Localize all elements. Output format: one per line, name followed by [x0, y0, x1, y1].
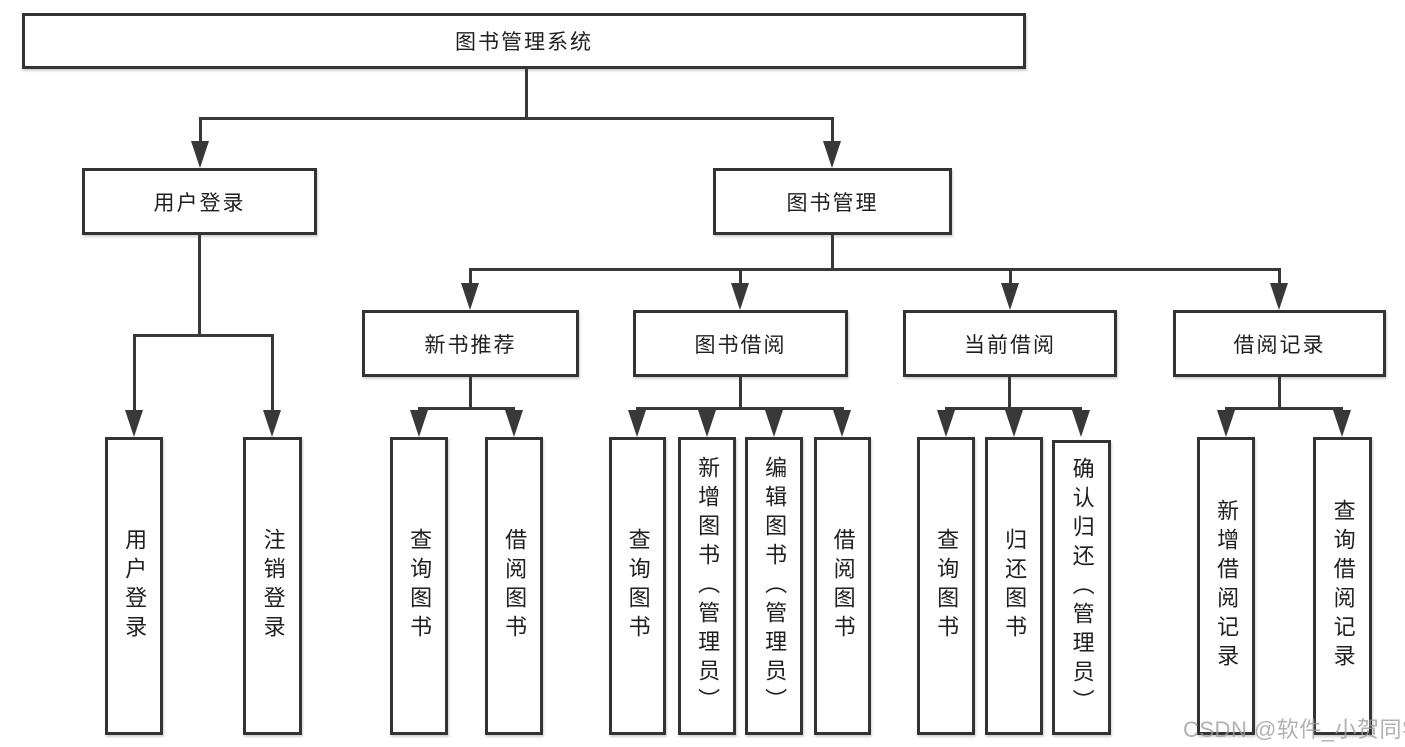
node-book-borrowing: 图书借阅	[633, 310, 848, 377]
node-user-login: 用户登录	[82, 168, 317, 235]
connector-vline	[1278, 377, 1281, 410]
connector-hline	[418, 407, 515, 410]
connector-hline	[469, 268, 1281, 271]
connector-arrow-down-icon	[698, 410, 716, 437]
connector-arrow-down-icon	[731, 270, 749, 310]
connector-arrow-down-icon	[765, 410, 783, 437]
leaf-user-login: 用户登录	[105, 437, 163, 735]
connector-vline	[1008, 377, 1011, 410]
connector-arrow-down-icon	[1005, 410, 1023, 437]
connector-hline	[636, 407, 844, 410]
connector-arrow-down-icon	[125, 336, 143, 437]
leaf-logout: 注销登录	[243, 437, 302, 735]
leaf-borrow-books-recommend: 借阅图书	[485, 437, 543, 735]
connector-arrow-down-icon	[1270, 270, 1288, 310]
watermark-csdn: CSDN @软件_小贺同学	[1183, 717, 1405, 742]
leaf-query-books-borrowing: 查询图书	[609, 437, 666, 735]
connector-hline	[945, 407, 1082, 410]
leaf-query-books-recommend: 查询图书	[390, 437, 448, 735]
connector-arrow-down-icon	[628, 410, 646, 437]
leaf-return-books: 归还图书	[985, 437, 1043, 735]
connector-arrow-down-icon	[1072, 410, 1090, 437]
connector-hline	[199, 117, 834, 120]
leaf-borrow-books-borrowing: 借阅图书	[814, 437, 871, 735]
node-borrowing-records: 借阅记录	[1173, 310, 1386, 377]
connector-arrow-down-icon	[410, 410, 428, 437]
connector-arrow-down-icon	[263, 336, 281, 437]
connector-vline	[739, 377, 742, 410]
connector-hline	[1225, 407, 1343, 410]
connector-hline	[133, 334, 274, 337]
connector-arrow-down-icon	[461, 270, 479, 310]
connector-arrow-down-icon	[823, 119, 841, 168]
leaf-query-books-current: 查询图书	[917, 437, 975, 735]
leaf-add-borrow-record: 新增借阅记录	[1197, 437, 1255, 735]
leaf-query-borrow-record: 查询借阅记录	[1313, 437, 1372, 735]
leaf-confirm-return-admin: 确认归还（管理员）	[1052, 440, 1111, 735]
connector-arrow-down-icon	[1333, 410, 1351, 437]
connector-vline	[469, 377, 472, 410]
connector-arrow-down-icon	[833, 410, 851, 437]
node-book-management: 图书管理	[713, 168, 952, 235]
connector-arrow-down-icon	[505, 410, 523, 437]
node-current-borrowing: 当前借阅	[903, 310, 1117, 377]
connector-arrow-down-icon	[1001, 270, 1019, 310]
leaf-edit-book-admin: 编辑图书（管理员）	[745, 437, 803, 735]
connector-arrow-down-icon	[191, 119, 209, 168]
node-library-management-system: 图书管理系统	[22, 13, 1026, 69]
leaf-add-book-admin: 新增图书（管理员）	[678, 437, 736, 735]
connector-arrow-down-icon	[1217, 410, 1235, 437]
node-new-book-recommendation: 新书推荐	[362, 310, 579, 377]
connector-arrow-down-icon	[937, 410, 955, 437]
connector-vline	[525, 69, 528, 117]
connector-vline	[198, 235, 201, 335]
connector-vline	[831, 235, 834, 270]
